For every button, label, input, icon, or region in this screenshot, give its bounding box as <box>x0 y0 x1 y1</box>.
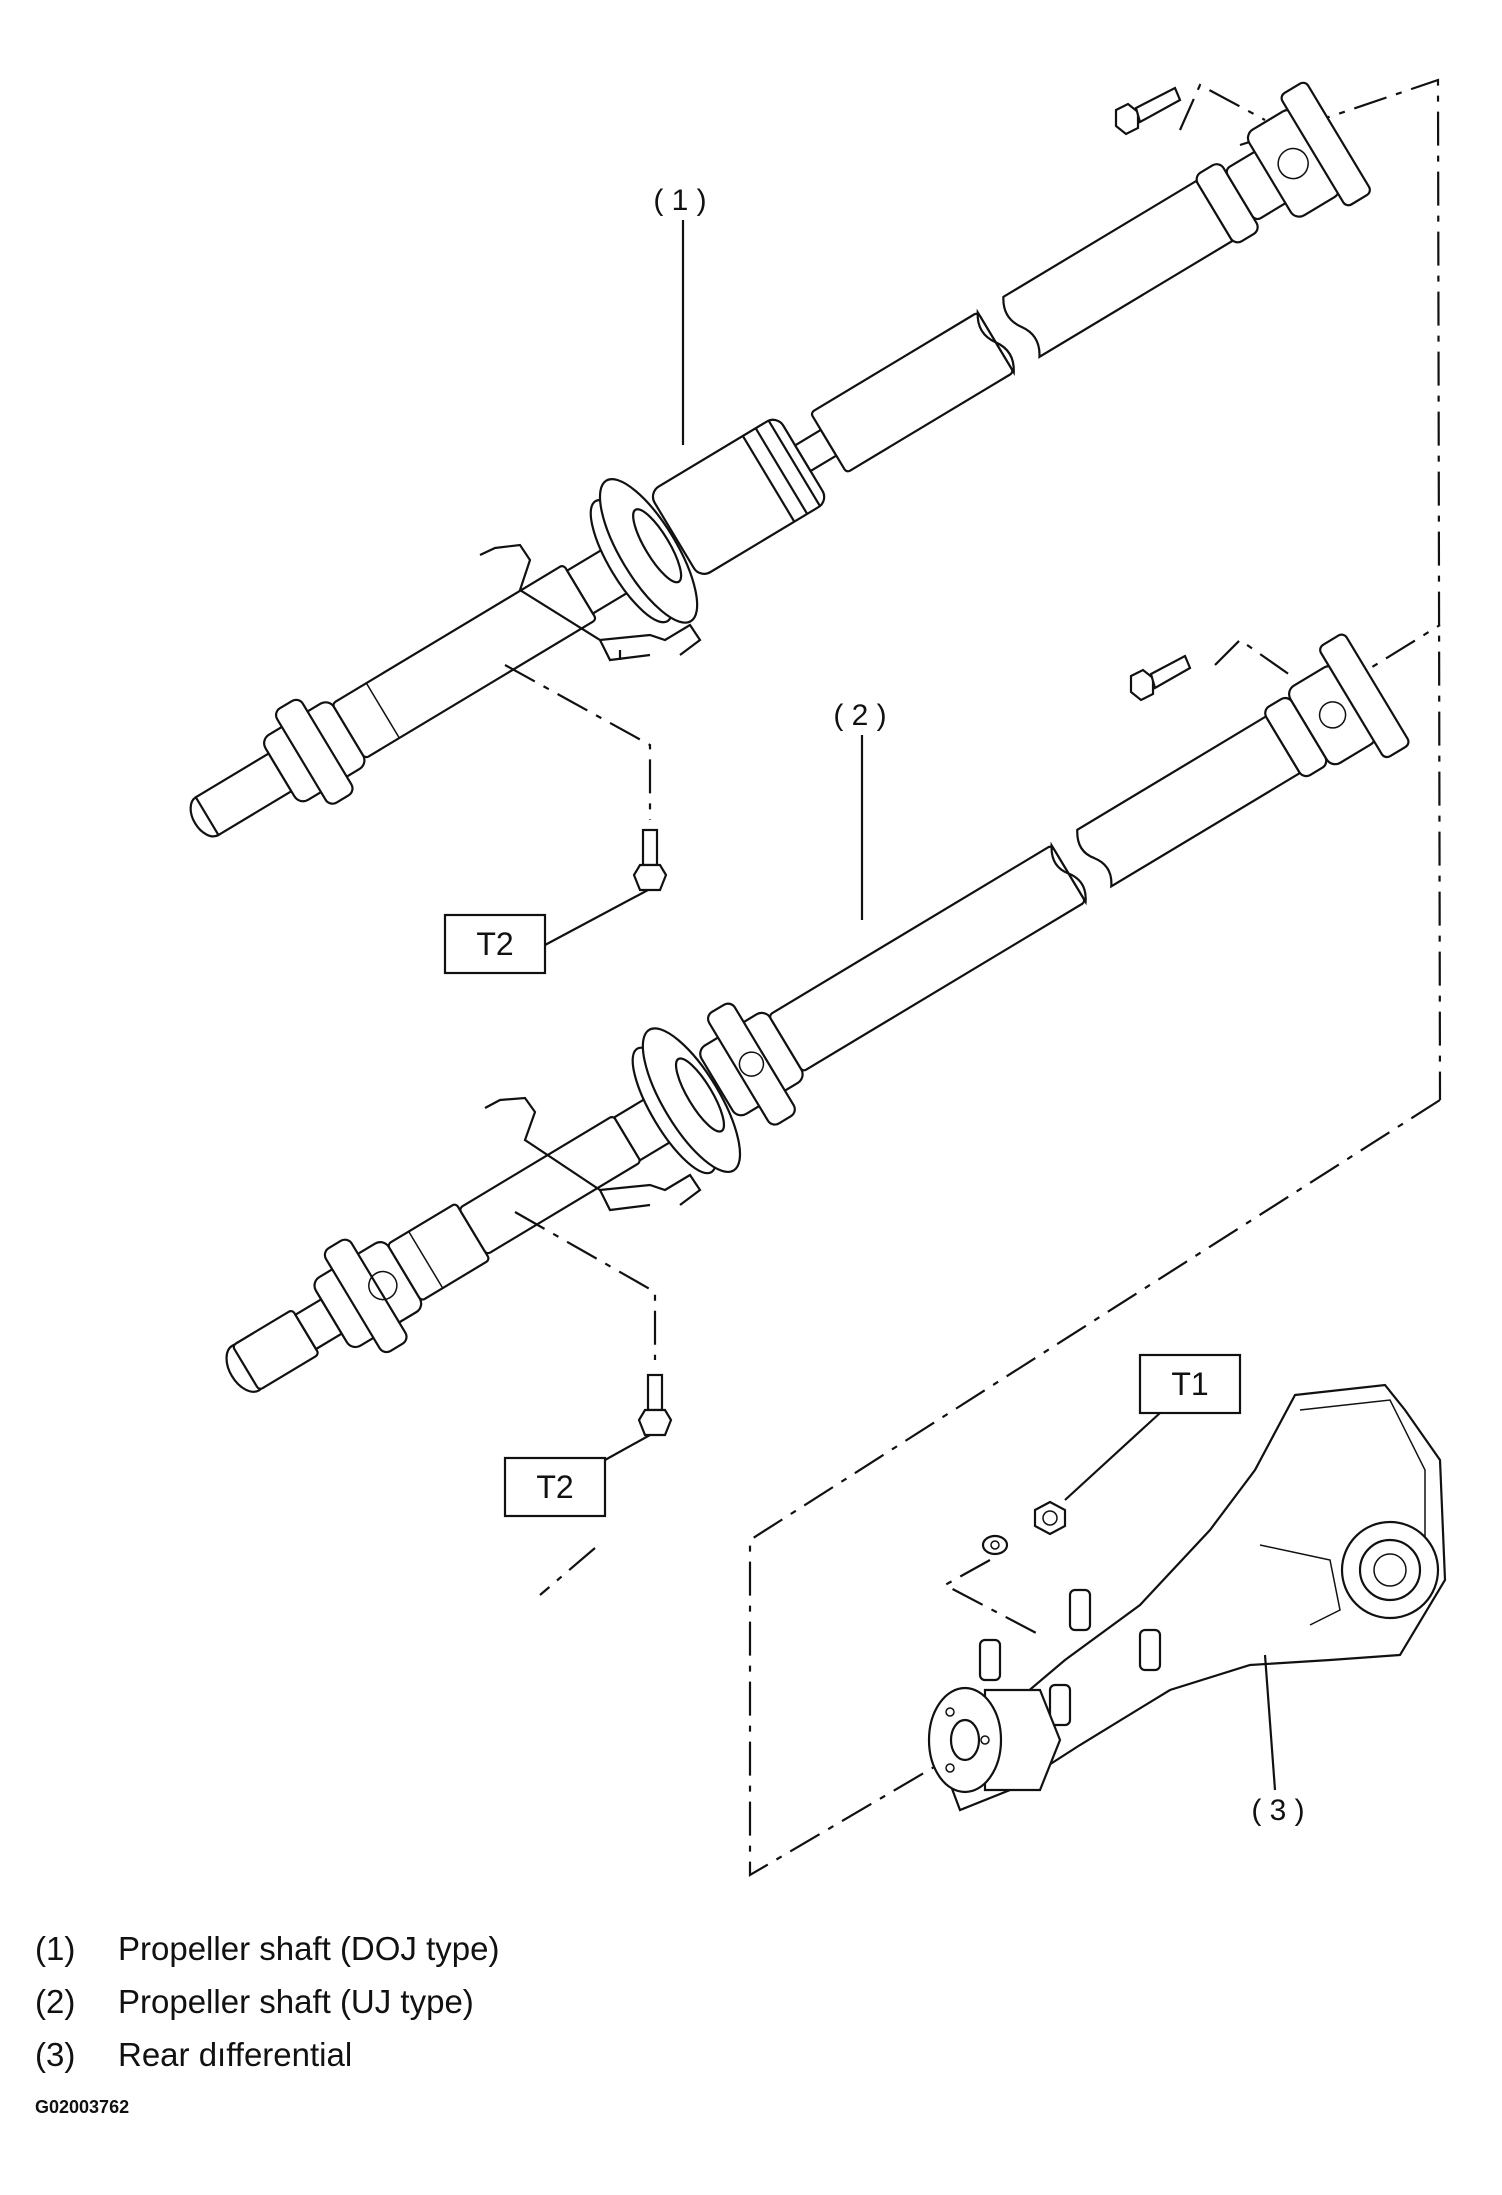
center-bearing-bracket-1 <box>479 543 702 662</box>
legend-num-3: (3) <box>35 2036 75 2073</box>
callout-label-1: ( 1 ) <box>653 184 706 217</box>
callout-2: ( 2 ) <box>833 699 887 920</box>
callout-1: ( 1 ) <box>653 184 707 445</box>
bolt-upper-2 <box>1129 654 1192 702</box>
callout-label-3: ( 3 ) <box>1251 1794 1304 1827</box>
torque-box-t1: T1 <box>1064 1353 1242 1501</box>
propeller-shaft-uj <box>225 633 1410 1393</box>
legend: (1) Propeller shaft (DOJ type) (2) Prope… <box>35 1930 499 2073</box>
rear-differential <box>927 1383 1447 1812</box>
legend-text-2: Propeller shaft (UJ type) <box>118 1983 474 2020</box>
torque-label-t1: T1 <box>1171 1366 1208 1402</box>
legend-text-1: Propeller shaft (DOJ type) <box>118 1930 499 1967</box>
center-bearing-bracket-2 <box>484 1096 702 1212</box>
propeller-shaft-doj <box>189 81 1371 838</box>
center-bearing-bolt-lower <box>514 1211 673 1461</box>
legend-num-1: (1) <box>35 1930 75 1967</box>
torque-box-t2-lower: T2 <box>503 1456 607 1518</box>
callout-3: ( 3 ) <box>1251 1794 1304 1827</box>
figure-code: G02003762 <box>35 2097 129 2117</box>
torque-label-t2-upper: T2 <box>476 926 513 962</box>
legend-num-2: (2) <box>35 1983 75 2020</box>
legend-text-3: Rear dıfferential <box>118 2036 352 2073</box>
bolt-upper-1 <box>1114 86 1182 136</box>
torque-label-t2-lower: T2 <box>536 1469 573 1505</box>
washer-icon <box>981 1534 1009 1556</box>
center-bearing-bolt-upper <box>504 664 668 946</box>
callout-label-2: ( 2 ) <box>833 699 886 732</box>
torque-box-t2-upper: T2 <box>443 913 547 975</box>
nut-icon <box>1033 1500 1067 1536</box>
